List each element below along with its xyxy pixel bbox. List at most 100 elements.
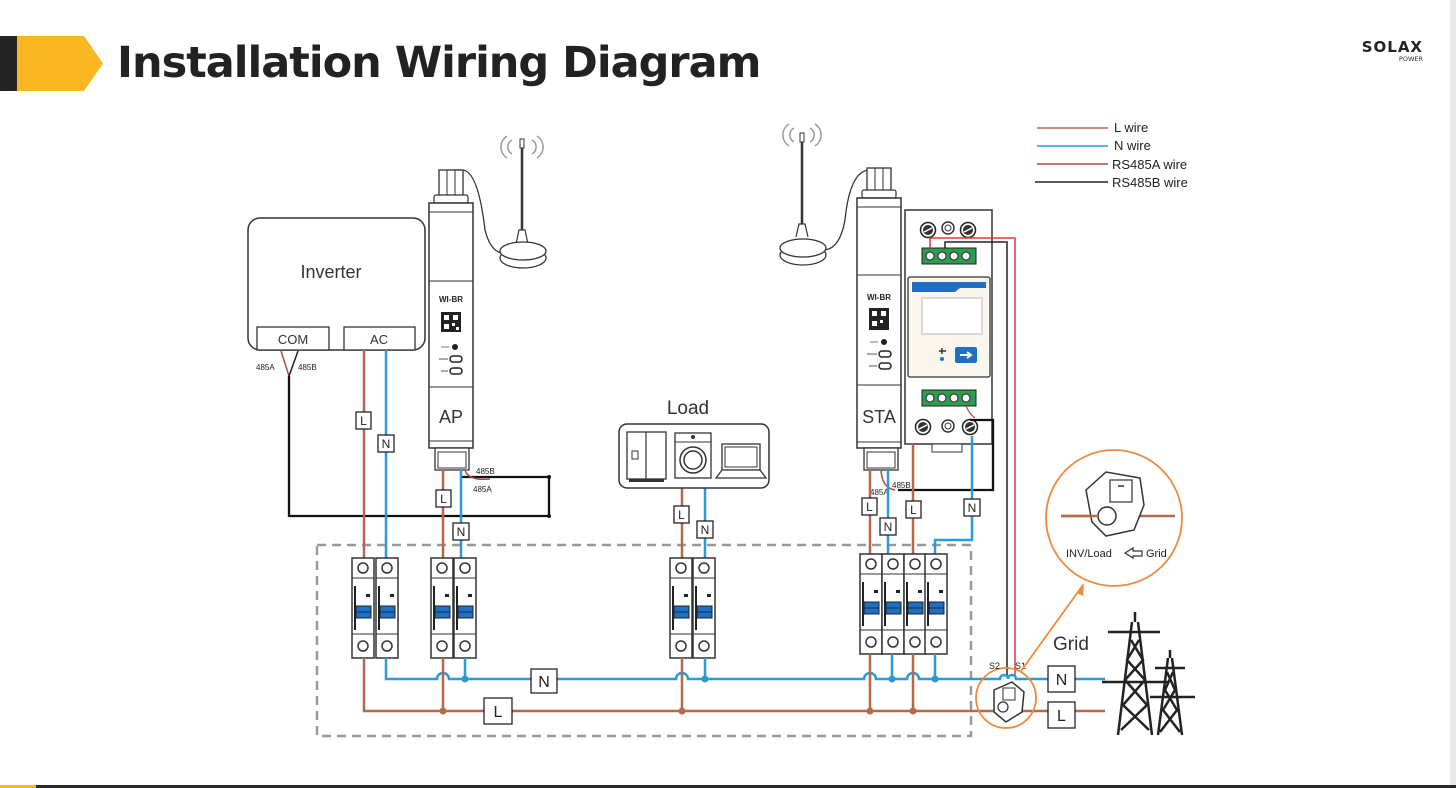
sta-485a-label: 485A (870, 488, 889, 497)
meter-display (921, 297, 983, 335)
sta-role-label: STA (862, 407, 896, 427)
sta-brand-label: WI-BR (867, 293, 891, 302)
svg-text:L: L (360, 414, 367, 428)
inverter-485b-label: 485B (298, 363, 317, 372)
rs485-bus-sta (898, 418, 995, 492)
load-label: Load (667, 398, 709, 419)
wire-tag-l: L (435, 489, 452, 508)
sta-run-led (878, 362, 892, 370)
load: Load (618, 398, 770, 489)
com-port (256, 326, 330, 351)
wire-tag-n: N (963, 498, 981, 517)
breaker-ap (430, 557, 477, 659)
sta-device: WI-BR STA 485B 485A (856, 167, 911, 497)
wire-tag-n: N (696, 520, 714, 539)
direction-arrow-icon (1123, 546, 1143, 560)
ct-s1-wire (929, 237, 1016, 677)
wire-tag-l: L (1047, 701, 1076, 729)
wire-tag-l: L (905, 500, 922, 519)
ct-callout: INV/Load Grid (1045, 449, 1183, 587)
distribution-box (315, 543, 973, 738)
page-title: Installation Wiring Diagram (117, 38, 761, 88)
wire-tag-l: L (673, 505, 690, 524)
ap-device: WI-BR AP 485B 485A (428, 169, 495, 494)
breaker-meter (903, 553, 948, 655)
ct-direction-left: INV/Load (1066, 548, 1112, 560)
title-accent-bar (0, 36, 110, 91)
ap-reset-button (452, 344, 458, 350)
wire-tag-n: N (452, 522, 470, 541)
inverter-485a-label: 485A (256, 363, 275, 372)
wire-tag-n: N (879, 517, 897, 536)
breaker-load (669, 557, 716, 659)
logo-sub-text: POWER (1398, 55, 1423, 63)
ap-run-led (449, 367, 463, 375)
wire-tags: L N L N L N L N L N N L N L (355, 411, 1076, 729)
ap-comm-led (449, 355, 463, 363)
legend-l-label: L wire (1114, 120, 1148, 135)
n-bus (384, 654, 1105, 683)
ct-direction-right: Grid (1146, 548, 1167, 560)
ap-role-label: AP (439, 407, 463, 427)
meter-bottom-terminal-block (921, 389, 977, 407)
current-transformer: S2 S1 (975, 661, 1037, 729)
wire-tag-n: N (377, 434, 395, 453)
sta-antenna (779, 123, 881, 266)
washing-machine-icon (674, 432, 712, 479)
legend-rs485b-label: RS485B wire (1112, 175, 1188, 190)
svg-text:L: L (678, 508, 685, 522)
svg-text:N: N (968, 501, 977, 515)
wire-tag-l: L (483, 697, 513, 725)
ap-brand-label: WI-BR (439, 295, 463, 304)
rs485-bus-ap (287, 376, 551, 518)
svg-text:N: N (457, 525, 466, 539)
sta-comm-led (878, 350, 892, 358)
com-port-label: COM (278, 332, 308, 347)
l-bus (362, 654, 1105, 715)
ap-485b-label: 485B (476, 467, 495, 476)
footer-accent (0, 785, 36, 788)
footer-line (36, 785, 1456, 788)
inverter: Inverter COM AC 485A 485B (247, 217, 426, 372)
grid-label: Grid (1053, 634, 1089, 655)
svg-text:N: N (382, 437, 391, 451)
svg-text:L: L (440, 492, 447, 506)
sta-485b-label: 485B (892, 481, 911, 490)
refrigerator-icon (626, 431, 667, 482)
legend-n-label: N wire (1114, 138, 1151, 153)
svg-text:L: L (494, 704, 503, 721)
wire-tag-n: N (1047, 665, 1076, 693)
sta-reset-button (881, 339, 887, 345)
callout-pointer (1020, 584, 1084, 672)
wire-tag-l: L (861, 497, 878, 516)
breaker-sta (859, 553, 905, 655)
ap-antenna (451, 135, 547, 269)
meter-top-terminal-block (921, 247, 977, 265)
svg-text:L: L (1057, 708, 1066, 725)
transmission-tower-icon (1102, 612, 1195, 736)
ct-s1-label: S1 (1015, 661, 1026, 671)
svg-text:N: N (1056, 672, 1068, 689)
energy-meter (904, 209, 993, 453)
wire-tag-n: N (530, 668, 558, 694)
ac-port (343, 326, 416, 351)
ct-s2-label: S2 (989, 661, 1000, 671)
svg-text:L: L (910, 503, 917, 517)
wire-tag-l: L (355, 411, 372, 430)
solax-logo: SOLAX POWER (1350, 38, 1423, 64)
svg-text:N: N (538, 674, 550, 691)
vertical-wires (362, 350, 974, 558)
svg-text:L: L (866, 500, 873, 514)
legend: L wire N wire RS485A wire RS485B wire (1035, 120, 1188, 190)
ct-s2-wire (944, 241, 1008, 677)
logo-main-text: SOLAX (1361, 38, 1423, 56)
laptop-icon (714, 443, 768, 479)
right-edge-strip (1450, 0, 1456, 788)
ac-port-label: AC (370, 332, 388, 347)
svg-text:N: N (884, 520, 893, 534)
svg-text:N: N (701, 523, 710, 537)
inverter-label: Inverter (300, 262, 361, 282)
ap-485a-label: 485A (473, 485, 492, 494)
inverter-body (247, 217, 426, 351)
